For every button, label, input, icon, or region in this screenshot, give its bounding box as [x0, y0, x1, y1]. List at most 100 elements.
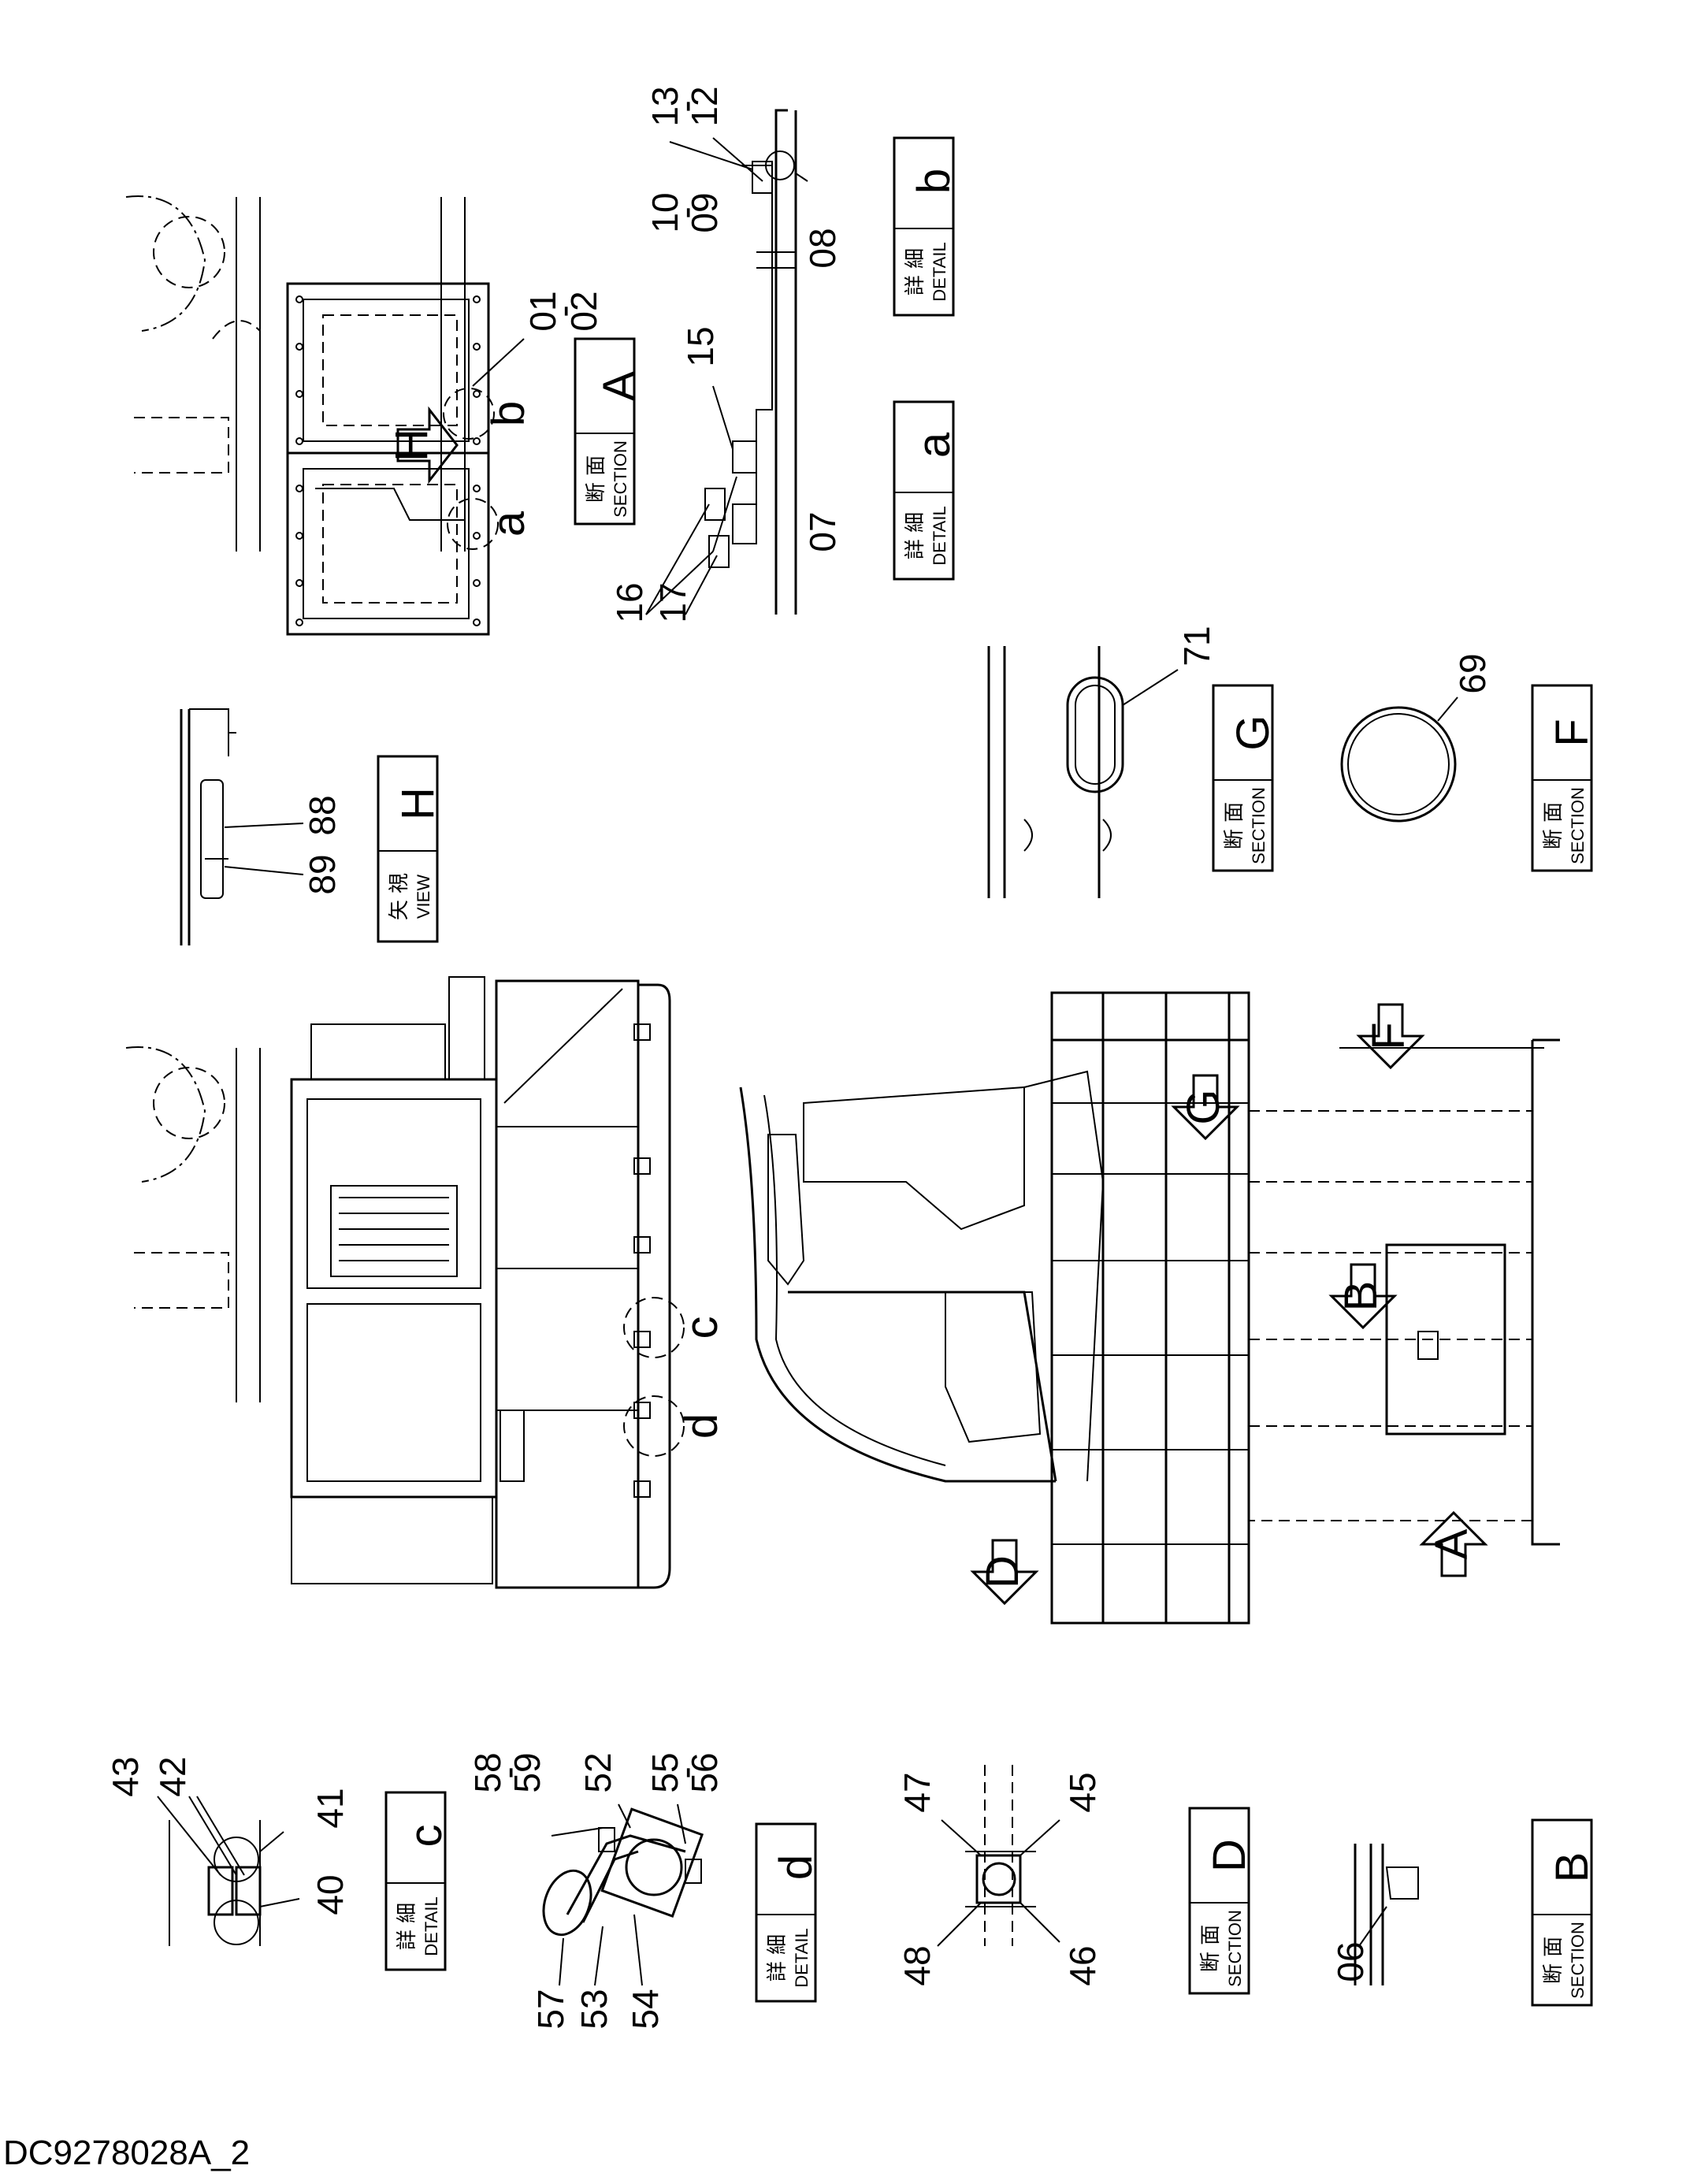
section-b-en: SECTION	[1568, 1922, 1588, 1999]
part-02: 02	[563, 291, 604, 331]
sep-58-59: -	[488, 1766, 529, 1778]
detail-circle-a	[447, 498, 499, 550]
section-g-letter: G	[1227, 715, 1279, 750]
title-block-section-a: 断 面 SECTION A	[574, 337, 645, 526]
detail-circle-d-label: d	[676, 1413, 727, 1439]
detail-b-en: DETAIL	[930, 242, 949, 301]
detail-a-kanji: 詳 細	[904, 512, 927, 559]
section-f-en: SECTION	[1568, 787, 1588, 864]
part-58: 58	[467, 1752, 508, 1792]
top-plan-view: c d	[125, 976, 727, 1589]
section-d-en: SECTION	[1225, 1910, 1245, 1987]
part-57: 57	[530, 1989, 571, 2029]
detail-circle-c-label: c	[676, 1317, 727, 1339]
section-g-drawing: 71	[987, 626, 1217, 898]
section-b-letter: B	[1547, 1852, 1598, 1883]
view-h-kanji: 矢 視	[388, 873, 411, 920]
detail-b-kanji: 詳 細	[904, 248, 927, 295]
sep-55-56: -	[665, 1766, 706, 1778]
part-89: 89	[302, 854, 343, 894]
view-h-en: VIEW	[414, 875, 433, 919]
section-a-drawing: H b a 01 - 02	[125, 195, 604, 636]
view-arrow-h: H	[386, 406, 459, 485]
part-59: 59	[507, 1752, 548, 1792]
arrow-d-letter: D	[977, 1555, 1028, 1588]
part-07: 07	[802, 511, 843, 552]
section-g-en: SECTION	[1249, 787, 1268, 864]
rail-posts	[633, 1023, 651, 1498]
part-10: 10	[644, 192, 685, 232]
detail-circle-d	[623, 1395, 685, 1457]
part-40: 40	[310, 1874, 351, 1915]
section-f-drawing: 69	[1340, 653, 1493, 823]
part-42: 42	[152, 1756, 193, 1796]
arrow-g-letter: G	[1178, 1089, 1229, 1124]
sep-13-12: -	[665, 100, 706, 112]
detail-c-kanji: 詳 細	[396, 1903, 419, 1950]
title-block-section-b: 断 面 SECTION B	[1531, 1818, 1598, 2007]
title-block-detail-a: 詳 細 DETAIL a	[893, 400, 960, 581]
part-09: 09	[684, 192, 725, 232]
part-08: 08	[802, 228, 843, 268]
detail-d-drawing: 58 - 59 52 55 - 56 57 53 54	[467, 1752, 725, 2029]
title-block-detail-b: 詳 細 DETAIL b	[893, 136, 960, 317]
section-d-kanji: 断 面	[1199, 1925, 1223, 1972]
detail-c-en: DETAIL	[422, 1896, 441, 1956]
arrow-a-letter: A	[1426, 1528, 1477, 1559]
view-h-letter: H	[392, 787, 444, 820]
handrail-frame	[1052, 991, 1249, 1623]
detail-circle-c	[623, 1297, 685, 1358]
part-48: 48	[897, 1945, 938, 1985]
section-a-en: SECTION	[611, 440, 630, 518]
arrow-f-letter: F	[1363, 1022, 1414, 1049]
part-55: 55	[644, 1752, 685, 1792]
section-g-kanji: 断 面	[1223, 802, 1246, 849]
detail-circle-a-label: a	[483, 511, 534, 537]
detail-c-letter: c	[400, 1825, 451, 1848]
title-block-view-h: 矢 視 VIEW H	[377, 755, 444, 943]
view-arrow-a: A	[1419, 1510, 1488, 1577]
part-88: 88	[302, 795, 343, 835]
title-block-section-f: 断 面 SECTION F	[1531, 684, 1598, 872]
part-71: 71	[1176, 626, 1217, 666]
part-52: 52	[578, 1752, 618, 1792]
title-block-section-d: 断 面 SECTION D	[1188, 1807, 1255, 1995]
part-17: 17	[652, 582, 693, 622]
detail-c-drawing: 43 42 41 40	[105, 1756, 351, 1946]
detail-d-kanji: 詳 細	[766, 1934, 789, 1982]
arrow-h-letter: H	[386, 429, 437, 462]
bolt-holes-section-a	[295, 295, 481, 626]
part-01: 01	[522, 291, 563, 331]
section-b-kanji: 断 面	[1542, 1937, 1565, 1984]
sep-10-09: -	[665, 206, 706, 218]
section-d-drawing: 47 45 48 46	[897, 1765, 1103, 1986]
view-arrow-f: F	[1356, 1003, 1425, 1070]
part-16: 16	[609, 582, 650, 622]
detail-d-letter: d	[771, 1855, 822, 1880]
arrow-b-letter: B	[1335, 1281, 1387, 1312]
section-f-kanji: 断 面	[1542, 802, 1565, 849]
part-15: 15	[680, 326, 721, 366]
detail-circle-b-label: b	[483, 401, 534, 426]
part-53: 53	[574, 1989, 615, 2029]
part-06: 06	[1330, 1941, 1371, 1982]
detail-ab-drawing: 13 - 12 10 - 09 08 15 07 16 17	[609, 86, 843, 622]
side-view: G B F D A	[739, 991, 1560, 1625]
title-block-section-g: 断 面 SECTION G	[1212, 684, 1279, 872]
section-a-letter: A	[594, 370, 645, 401]
document-id: DC9278028A_2	[3, 2134, 251, 2172]
detail-b-letter: b	[908, 169, 960, 194]
part-69: 69	[1452, 653, 1493, 693]
part-43: 43	[105, 1756, 146, 1796]
view-h-drawing: 88 89	[180, 708, 343, 945]
view-arrow-g: G	[1171, 1074, 1240, 1141]
section-d-letter: D	[1204, 1839, 1255, 1872]
part-54: 54	[625, 1989, 666, 2029]
detail-d-en: DETAIL	[792, 1928, 812, 1987]
view-arrow-d: D	[970, 1539, 1039, 1606]
title-block-detail-c: 詳 細 DETAIL c	[384, 1791, 451, 1971]
part-41: 41	[310, 1788, 351, 1828]
section-b-drawing: 06	[1330, 1844, 1419, 1985]
sep-01-02: -	[543, 305, 584, 317]
